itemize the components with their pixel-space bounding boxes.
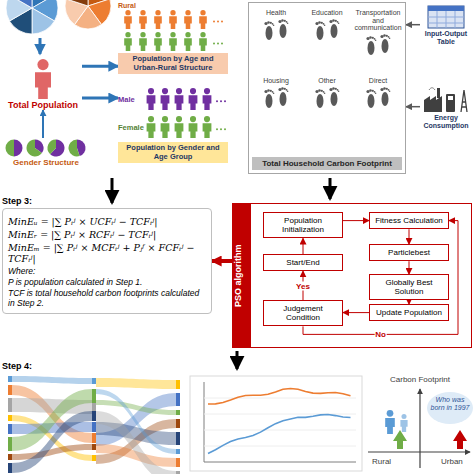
node-text: MinEₘ = |∑ Pᵢʲ × MCFᵢʲ + Pⱼᶠ × FCFᵢʲ − T… <box>8 242 206 264</box>
edge-label: Yes <box>295 281 311 290</box>
label: Rural <box>372 457 391 466</box>
population-panel: RuralPopulation by Age and Urban-Rural S… <box>118 2 228 74</box>
icon <box>2 138 90 158</box>
icon <box>358 85 398 113</box>
icon <box>307 17 347 45</box>
node-text: Where: <box>8 266 206 276</box>
label: Step 3: <box>2 196 32 206</box>
node-text: Population Initialization <box>266 216 340 234</box>
label: Urban <box>441 457 463 466</box>
node-text: TCF is total household carbon footprints… <box>8 288 206 308</box>
node-text: Population by Age and Urban-Rural Struct… <box>118 53 228 74</box>
connector <box>82 65 118 68</box>
population-panel: MaleFemalePopulation by Gender and Age G… <box>118 86 228 163</box>
footprint-panel: Total Household Carbon Footprint HealthEd… <box>248 2 406 174</box>
connector <box>406 106 420 108</box>
node-text: Population by Gender and Age Group <box>118 142 228 163</box>
icon <box>358 32 398 60</box>
node-text: Education <box>303 9 351 17</box>
connector <box>406 24 420 26</box>
node-text: Fitness Calculation <box>372 216 446 225</box>
connector <box>343 220 369 221</box>
node-text: Globally Best Solution <box>372 278 446 296</box>
data-source: Energy Consumption <box>420 84 472 129</box>
footprint-category: Direct <box>354 77 402 113</box>
node-text: Other <box>303 77 351 85</box>
node-text: Judgement Condition <box>266 304 340 322</box>
node-text: Health <box>252 9 300 17</box>
pso-panel: PSO algorithm Population InitializationSt… <box>232 203 472 348</box>
icon <box>119 9 227 53</box>
label: Carbon Footprint <box>390 375 450 384</box>
process-box: Start/End <box>263 254 343 271</box>
data-source: Input-Output Table <box>420 4 472 45</box>
node-text: Gender Structure <box>2 158 90 167</box>
down-arrow <box>39 38 42 54</box>
icon <box>421 84 471 114</box>
process-box: Globally Best Solution <box>369 274 449 300</box>
node-text: Particlebest <box>372 248 446 257</box>
footprint-category: Other <box>303 77 351 113</box>
node-text: Input-Output Table <box>420 30 472 45</box>
down-arrow <box>236 351 239 369</box>
node-text: Female <box>118 123 144 132</box>
footprint-category: Education <box>303 9 351 45</box>
process-box: Particlebest <box>369 244 449 261</box>
node-text: Update Population <box>372 308 446 317</box>
icon <box>144 86 228 112</box>
icon <box>23 58 63 100</box>
connector <box>409 261 410 274</box>
connector <box>409 229 410 244</box>
connector <box>343 312 369 313</box>
connector <box>42 110 44 138</box>
connector <box>212 259 232 263</box>
process-box: Fitness Calculation <box>369 212 449 229</box>
pie-charts <box>6 0 111 34</box>
icon <box>256 85 296 113</box>
icon <box>144 114 228 140</box>
node-text: P is population calculated in Step 1. <box>8 277 206 287</box>
edge-label: No <box>374 330 387 339</box>
node-text: Housing <box>252 77 300 85</box>
footprint-category: Health <box>252 9 300 45</box>
total-population: Total Population <box>4 58 82 110</box>
node-text: Direct <box>354 77 402 85</box>
footprint-category: Housing <box>252 77 300 113</box>
down-arrow <box>329 178 332 199</box>
process-box: Update Population <box>369 304 449 321</box>
process-box: Population Initialization <box>263 212 343 238</box>
node-text: Transportation and communication <box>354 9 402 32</box>
icon <box>307 85 347 113</box>
process-box: Judgement Condition <box>263 300 343 326</box>
node-text: Rural <box>118 2 228 9</box>
label: Step 4: <box>2 361 32 371</box>
footprint-category: Transportation and communication <box>354 9 402 60</box>
icon <box>256 17 296 45</box>
node-text: MinEᵤ = |∑ Pᵢʲ × UCFᵢʲ − TCFᵢʲ| <box>8 216 206 227</box>
node-text: Male <box>118 95 144 104</box>
node-text: Total Household Carbon Footprint <box>252 157 402 170</box>
label: Who was born in 1997 <box>428 396 472 412</box>
connector <box>303 238 304 254</box>
connector <box>82 97 118 100</box>
node-text: Energy Consumption <box>420 114 472 129</box>
result-charts <box>8 376 473 474</box>
node-text: PSO algorithm <box>233 204 251 347</box>
down-arrow <box>111 178 114 203</box>
node-text: MinEᵣ = |∑ Pᵢʲ × RCFᵢʲ − TCFᵢʲ| <box>8 229 206 240</box>
icon <box>426 4 466 30</box>
node-text: Total Population <box>4 100 82 110</box>
gender-structure: Gender Structure <box>2 138 90 167</box>
node-text: Start/End <box>266 258 340 267</box>
formula-box: MinEᵤ = |∑ Pᵢʲ × UCFᵢʲ − TCFᵢʲ| MinEᵣ = |… <box>2 208 212 314</box>
